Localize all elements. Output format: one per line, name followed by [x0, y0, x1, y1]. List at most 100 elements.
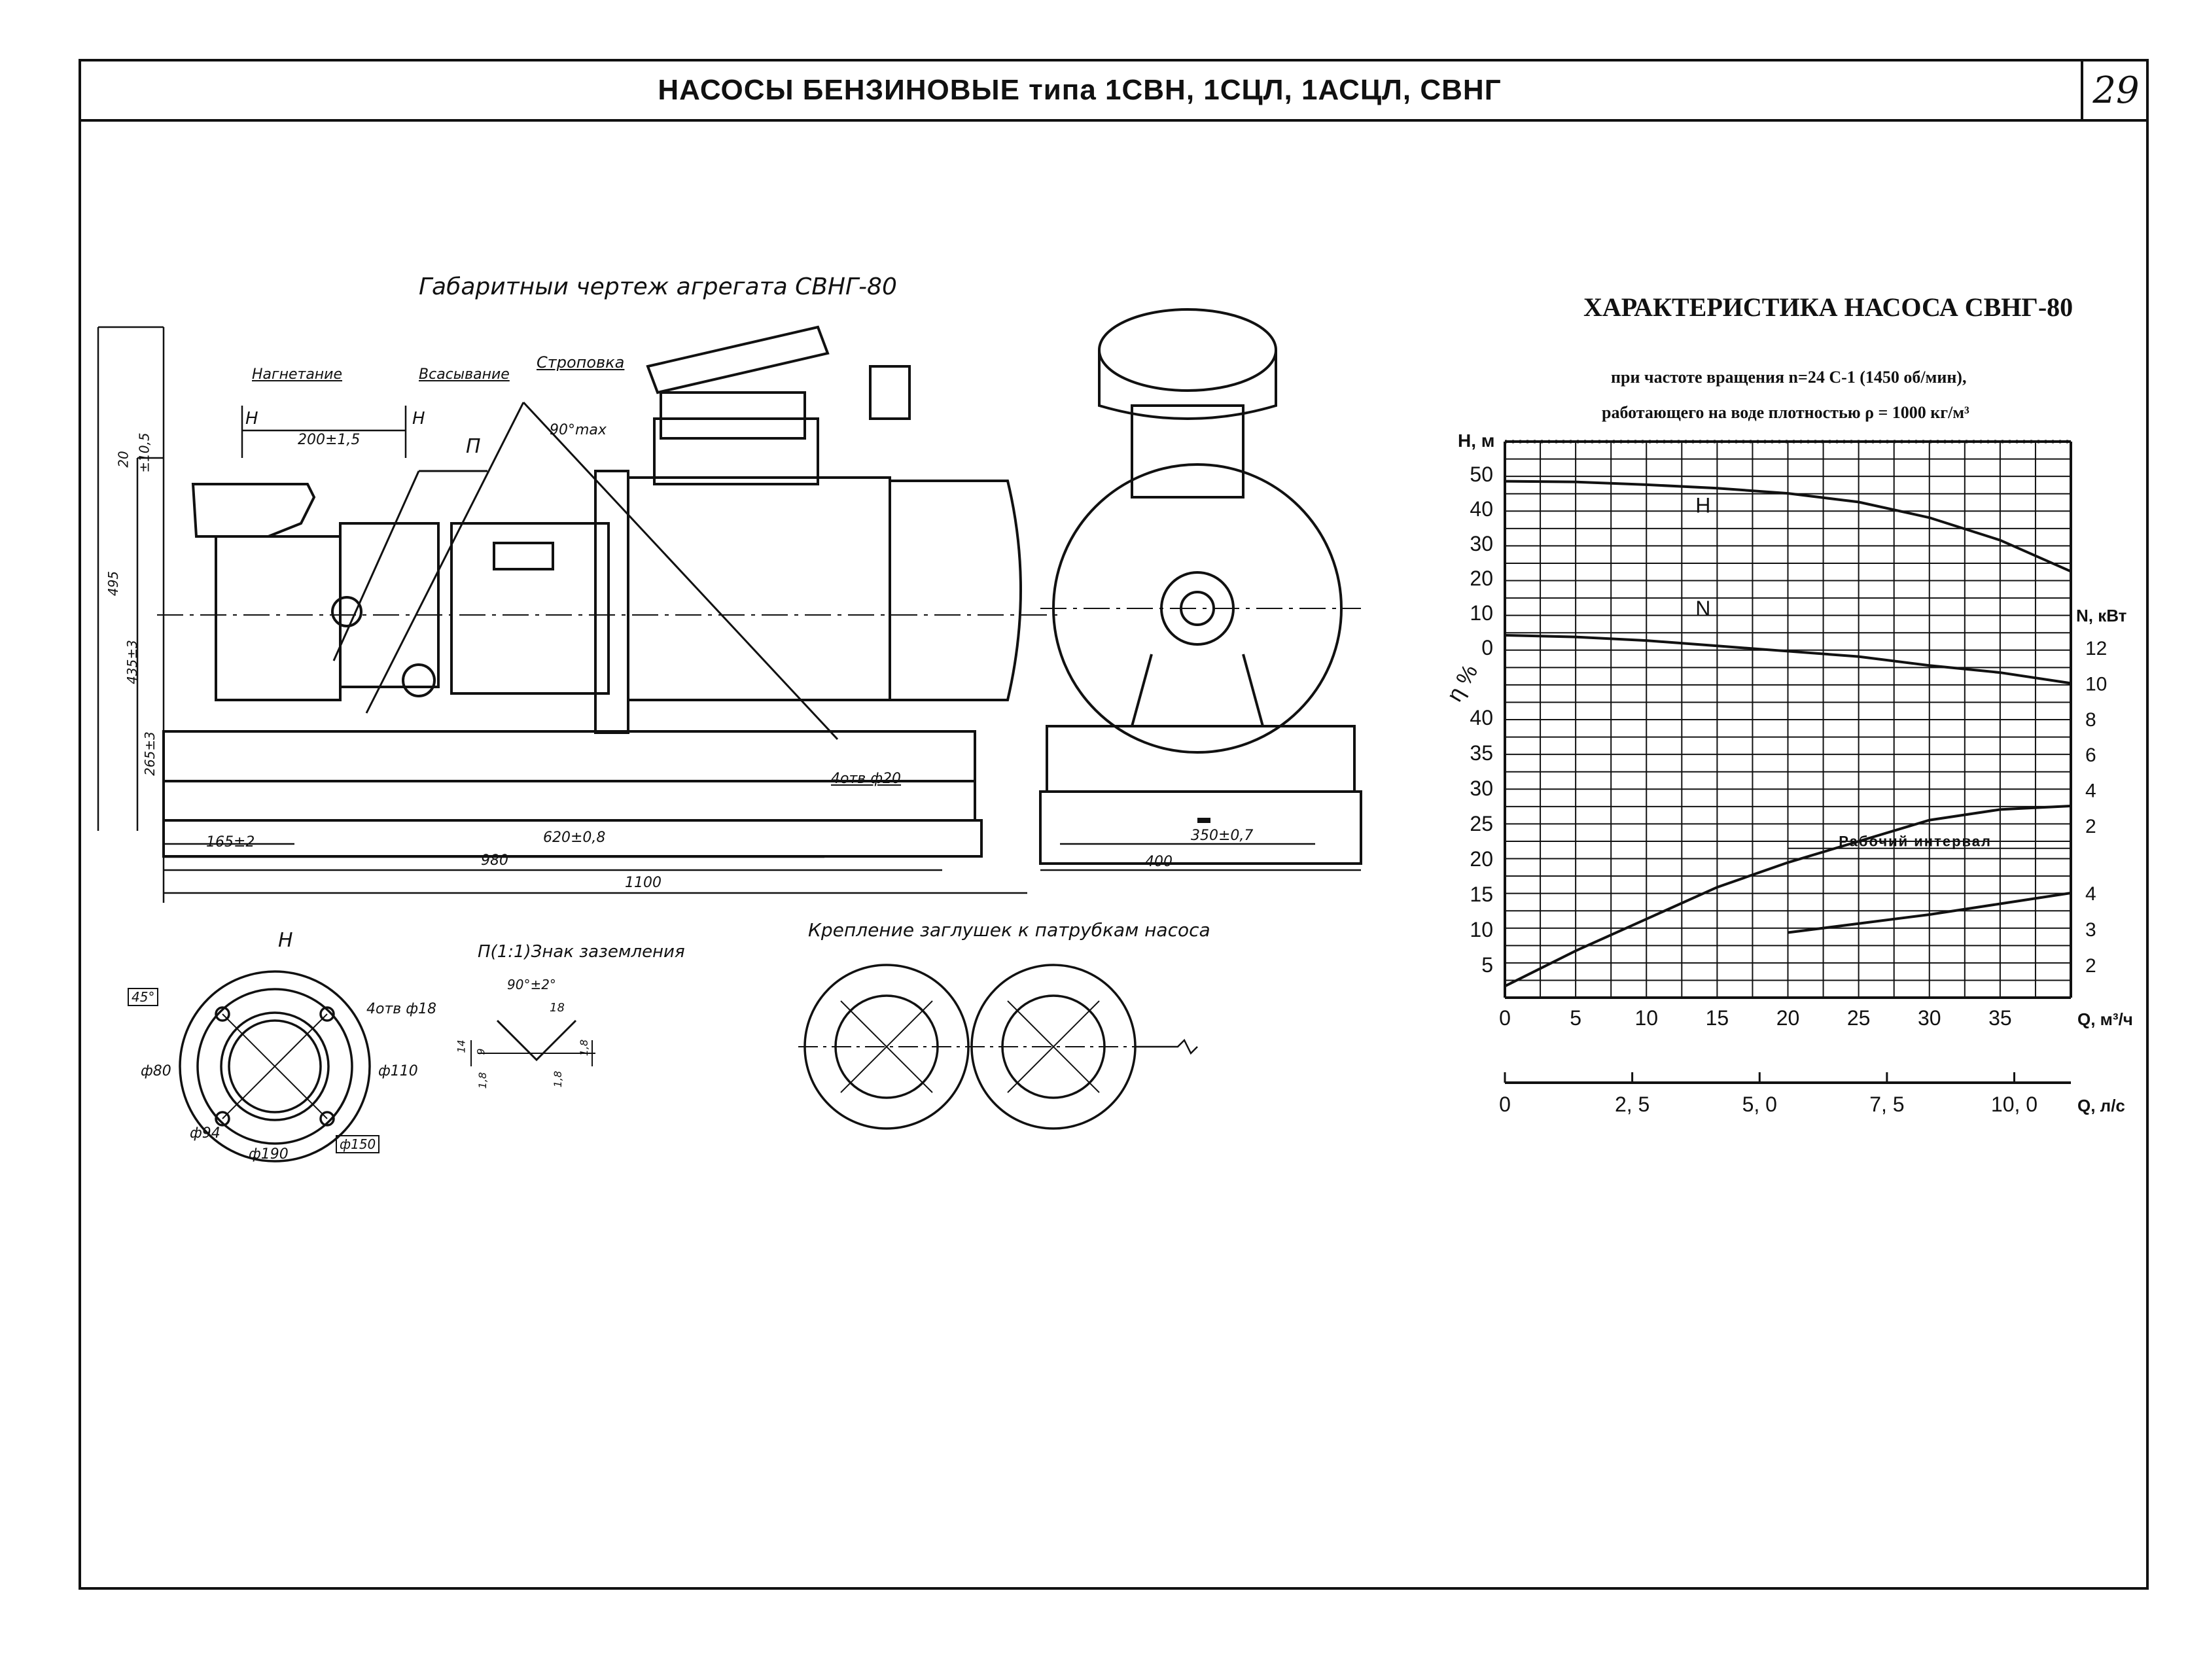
caps-detail [798, 964, 1198, 1130]
label-suction: Всасывание [419, 366, 510, 383]
bolt-hole-2 [319, 1006, 335, 1022]
h-axis-tick: 50 [1470, 463, 1493, 486]
dim-horizontal [164, 843, 1027, 894]
x-axis-label: Q, м³/ч [2077, 1009, 2133, 1029]
dim-350-text: 350±0,7 [1191, 828, 1254, 844]
label-angle: 90°max [550, 422, 607, 438]
x-axis-tick: 15 [1706, 1006, 1729, 1030]
dim-holes-text: 4отв ф20 [831, 771, 902, 787]
eta-axis-tick: 20 [1470, 847, 1493, 871]
terminal-box-lid [646, 325, 830, 394]
motor-adapter [1131, 404, 1244, 499]
eta-axis-tick: 5 [1481, 953, 1493, 977]
chart-subtitle-2: работающего на воде плотностью ρ = 1000 … [1602, 403, 1969, 422]
detail-h-title: Н [278, 929, 293, 952]
dim-200-text: 200±1,5 [298, 432, 361, 448]
eta-axis-tick: 25 [1470, 812, 1493, 835]
flange-diagonals [222, 1013, 328, 1119]
detail-h-holes: 4отв ф18 [366, 1001, 437, 1017]
flange-detail [179, 970, 371, 1163]
x2-axis-tick: 7, 5 [1869, 1093, 1904, 1116]
label-slinging: Строповка [537, 353, 625, 372]
curve-label-n: N [1695, 597, 1710, 620]
coupling-guard [450, 522, 610, 695]
x-axis-tick: 0 [1499, 1006, 1511, 1030]
detail-h-d190: ф190 [249, 1146, 289, 1163]
chart-title: ХАРАКТЕРИСТИКА НАСОСА СВНГ-80 [1583, 292, 2073, 322]
weld-mark [1197, 818, 1210, 823]
terminal-box-base [653, 417, 819, 485]
dim-400-text: 400 [1145, 854, 1173, 870]
h-axis-tick: 30 [1470, 532, 1493, 555]
ground-dims [470, 1040, 595, 1066]
pump-inlet [191, 483, 316, 538]
curve-n [1504, 633, 2072, 685]
x2-axis-tick: 0 [1499, 1093, 1511, 1116]
dim-frame [98, 326, 165, 903]
bolt-hole-3 [215, 1111, 230, 1127]
x-axis-tick: 10 [1634, 1006, 1658, 1030]
sheet-title: НАСОСЫ БЕНЗИНОВЫЕ типа 1СВН, 1СЦЛ, 1АСЦЛ… [658, 74, 1502, 106]
flange-inner [220, 1011, 330, 1121]
page-number: 29 [2081, 59, 2149, 122]
lower-axis-tick: 2 [2085, 955, 2096, 977]
eta-axis-tick: 15 [1470, 883, 1493, 906]
dim-620-text: 620±0,8 [543, 830, 606, 846]
ground-detail [470, 1019, 595, 1066]
pump-bearing [339, 522, 440, 688]
n-axis-tick: 12 [2085, 638, 2107, 659]
end-dims [1040, 843, 1361, 871]
cable-gland [869, 365, 911, 420]
dim-1100-text: 1100 [625, 875, 662, 891]
chart-subtitle-1: при частоте вращения n=24 С-1 (1450 об/м… [1611, 368, 1967, 387]
lower-axis-tick: 4 [2085, 883, 2096, 905]
n-axis-tick: 6 [2085, 744, 2096, 766]
detail-h-d110: ф110 [378, 1063, 418, 1079]
cap-diagonals [840, 1000, 1100, 1093]
eta-axis-tick: 35 [1470, 741, 1493, 765]
x2-axis-tick: 10, 0 [1991, 1093, 2038, 1116]
detail-h-angle: 45° [128, 988, 159, 1006]
n-axis-label: N, кВт [2076, 606, 2127, 625]
eta-axis-label: η % [1442, 660, 1483, 706]
lower-axis-tick: 3 [2085, 919, 2096, 941]
n-axis-tick: 4 [2085, 780, 2096, 802]
x-axis-tick: 5 [1570, 1006, 1581, 1030]
label-p: П [466, 435, 481, 458]
leader-p [332, 470, 487, 661]
detail-h-d80: ф80 [141, 1063, 171, 1079]
detail-p-18a: 18 [550, 1001, 565, 1015]
bolt-hole-1 [215, 1006, 230, 1022]
h-axis-tick: 0 [1481, 636, 1493, 659]
detail-h-d150: ф150 [336, 1135, 380, 1153]
drawing-caption: Габаритныи чертеж агрегата СВНГ-80 [419, 273, 897, 300]
label-h2: Н [412, 409, 425, 429]
x2-axis-tick: 2, 5 [1615, 1093, 1650, 1116]
bolt-hole-4 [319, 1111, 335, 1127]
drain-plug [402, 663, 436, 697]
nameplate [493, 542, 554, 570]
h-axis-label: Н, м [1458, 430, 1495, 451]
ground-mark-v [496, 1019, 577, 1062]
flange-bore [228, 1019, 322, 1113]
detail-p-angle: 90°±2° [507, 977, 556, 992]
flange-outer [179, 970, 371, 1163]
detail-p-title: П(1:1)Знак заземления [478, 942, 685, 962]
curve-n-lower [1788, 892, 2072, 934]
n-axis-tick: 10 [2085, 673, 2107, 695]
cap-wire [1135, 1038, 1198, 1055]
curve-h [1504, 480, 2072, 573]
detail-caps-title: Крепление заглушек к патрубкам насоса [808, 919, 1210, 941]
dim-980-text: 980 [481, 852, 508, 869]
x-axis-tick: 20 [1776, 1006, 1800, 1030]
label-discharge: Нагнетание [252, 366, 343, 383]
x-axis-tick: 30 [1918, 1006, 1941, 1030]
dim-200 [241, 406, 407, 458]
title-bar [79, 59, 2149, 122]
x2-axis-label: Q, л/с [2077, 1096, 2125, 1115]
x-axis-tick: 25 [1847, 1006, 1871, 1030]
terminal-box [660, 391, 806, 440]
x2-axis-tick: 5, 0 [1742, 1093, 1777, 1116]
